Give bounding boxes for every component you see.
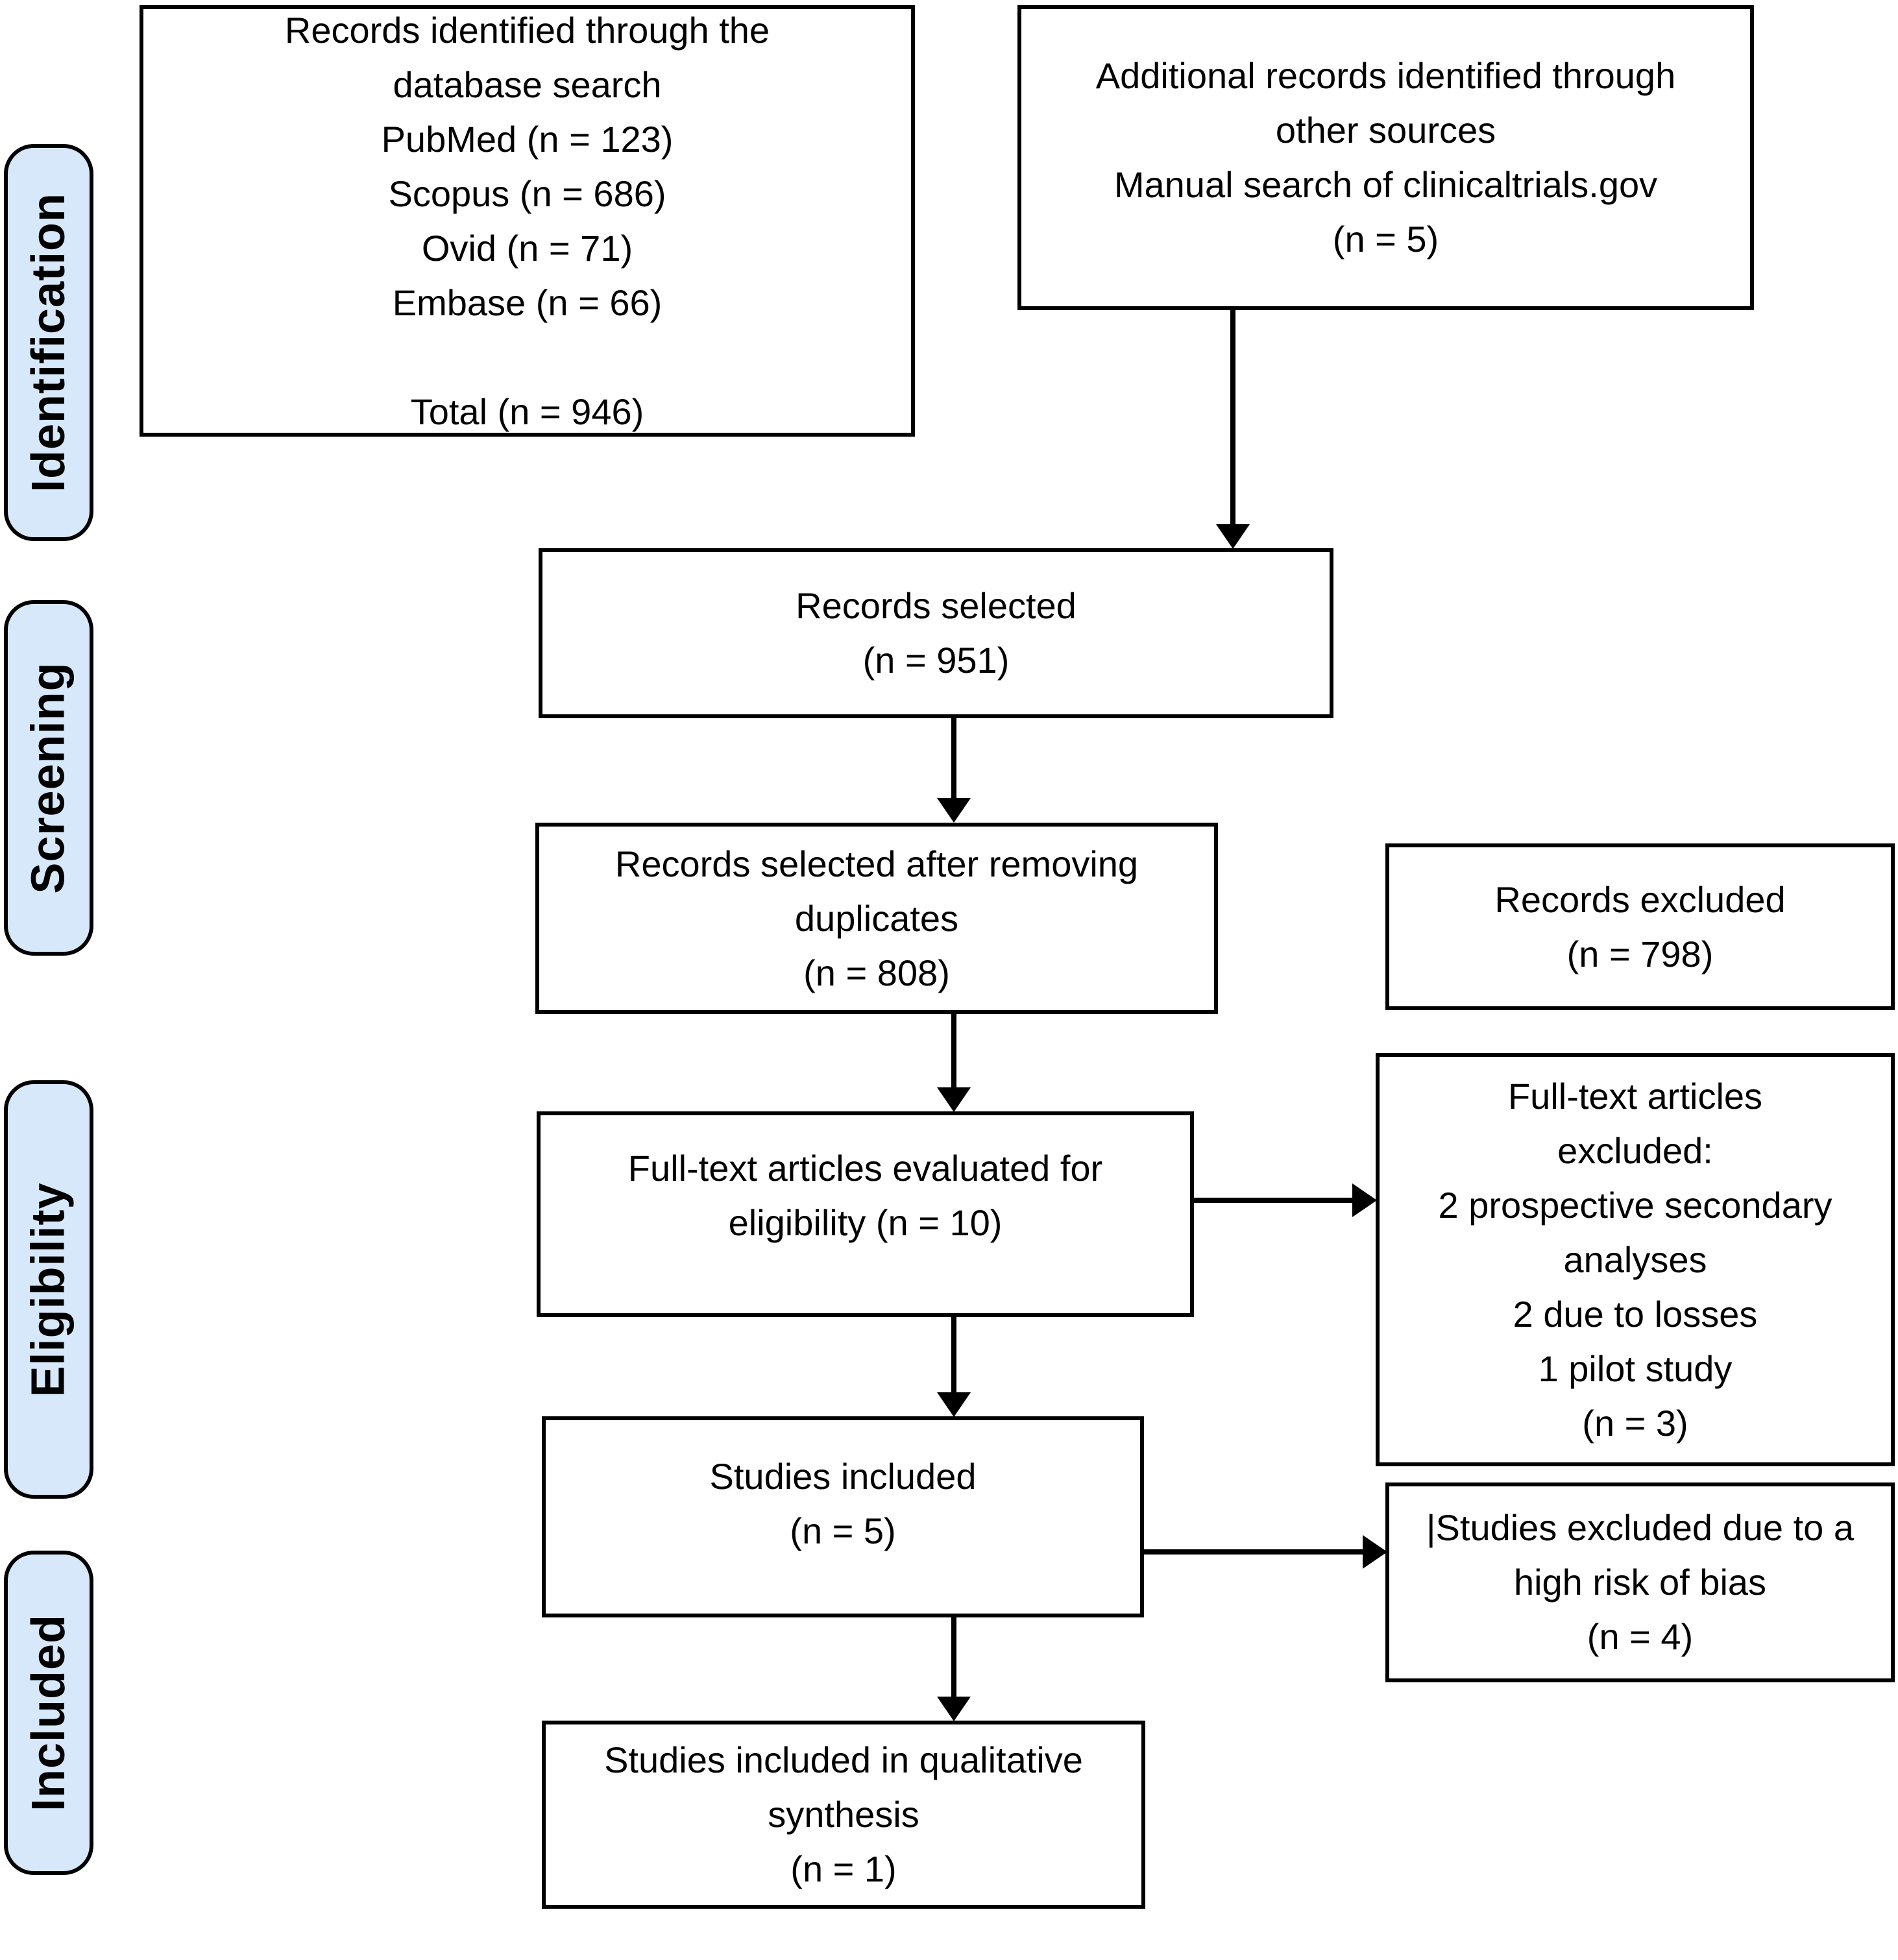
stage-included-label: Included — [23, 1614, 75, 1812]
connector-deduplicated-to-fulltext — [951, 1014, 956, 1088]
stage-eligibility-label: Eligibility — [23, 1181, 75, 1397]
text-line: Additional records identified through — [1095, 55, 1676, 96]
connector-additional-to-selected — [1230, 310, 1235, 526]
stage-identification-label: Identification — [23, 193, 75, 492]
stage-screening-label: Screening — [23, 662, 75, 894]
text-line: analyses — [1563, 1239, 1707, 1280]
connector-fulltext-to-excluded — [1194, 1198, 1354, 1203]
connector-fulltext-to-included — [951, 1317, 956, 1393]
text-line: Records selected — [796, 585, 1077, 626]
text-line: (n = 3) — [1582, 1402, 1688, 1444]
text-line: Full-text articles evaluated for — [627, 1148, 1103, 1189]
text-line: (n = 4) — [1587, 1616, 1694, 1657]
text-line: Manual search of clinicaltrials.gov — [1113, 164, 1658, 205]
text-line: Full-text articles — [1507, 1075, 1763, 1117]
stage-eligibility: Eligibility — [4, 1080, 93, 1499]
stage-screening: Screening — [4, 600, 93, 956]
box-qualitative-synthesis: Studies included in qualitative synthesi… — [542, 1721, 1145, 1909]
text-line: 2 prospective secondary — [1438, 1184, 1832, 1226]
box-studies-included: Studies included (n = 5) — [542, 1416, 1144, 1617]
text-line — [143, 330, 911, 385]
text-line: Total (n = 946) — [410, 391, 644, 432]
stage-included: Included — [4, 1551, 93, 1875]
text-line: |Studies excluded due to a — [1426, 1507, 1854, 1548]
text-line: Studies included in qualitative — [604, 1739, 1083, 1780]
text-line: 2 due to losses — [1513, 1293, 1758, 1335]
text-line: Embase (n = 66) — [392, 282, 663, 323]
text-line: duplicates — [794, 897, 959, 939]
text-line: 1 pilot study — [1538, 1348, 1733, 1389]
text-line: (n = 951) — [862, 640, 1010, 681]
text-line: Records identified through the — [284, 9, 770, 51]
arrowhead-down-icon — [1216, 524, 1250, 549]
box-fulltext-excluded: Full-text articles excluded: 2 prospecti… — [1376, 1053, 1895, 1466]
text-line: synthesis — [768, 1794, 919, 1835]
text-line: (n = 1) — [790, 1848, 897, 1889]
arrowhead-right-icon — [1363, 1535, 1387, 1569]
arrowhead-down-icon — [937, 1087, 971, 1112]
arrowhead-down-icon — [937, 1392, 971, 1417]
connector-included-to-bias-excluded — [1144, 1549, 1364, 1555]
connector-included-to-qualitative — [951, 1617, 956, 1697]
text-line: (n = 798) — [1566, 933, 1714, 974]
text-line: Ovid (n = 71) — [421, 227, 633, 269]
text-line: database search — [393, 64, 662, 105]
text-line: (n = 5) — [1332, 219, 1439, 260]
arrowhead-down-icon — [937, 1697, 971, 1721]
text-line: (n = 808) — [803, 952, 950, 993]
text-line: other sources — [1275, 110, 1496, 151]
connector-selected-to-deduplicated — [951, 718, 956, 799]
box-records-identified: Records identified through the database … — [140, 5, 915, 437]
text-line: excluded: — [1557, 1130, 1713, 1171]
text-line: eligibility (n = 10) — [728, 1202, 1003, 1243]
arrowhead-down-icon — [937, 798, 971, 823]
text-line: Records excluded — [1494, 878, 1786, 920]
box-bias-excluded: |Studies excluded due to a high risk of … — [1385, 1482, 1895, 1682]
text-line: Studies included — [709, 1456, 977, 1497]
box-additional-records: Additional records identified through ot… — [1017, 5, 1754, 310]
box-fulltext-evaluated: Full-text articles evaluated for eligibi… — [537, 1111, 1194, 1317]
box-records-selected: Records selected (n = 951) — [539, 548, 1333, 718]
box-duplicates-removed: Records selected after removing duplicat… — [535, 823, 1218, 1014]
text-line: PubMed (n = 123) — [381, 118, 674, 160]
text-line: Scopus (n = 686) — [388, 173, 666, 214]
text-line: Records selected after removing — [614, 843, 1139, 884]
text-line: (n = 5) — [790, 1510, 896, 1551]
text-line: high risk of bias — [1513, 1562, 1767, 1603]
box-records-excluded: Records excluded (n = 798) — [1385, 843, 1895, 1010]
arrowhead-right-icon — [1352, 1183, 1377, 1217]
stage-identification: Identification — [4, 144, 93, 541]
